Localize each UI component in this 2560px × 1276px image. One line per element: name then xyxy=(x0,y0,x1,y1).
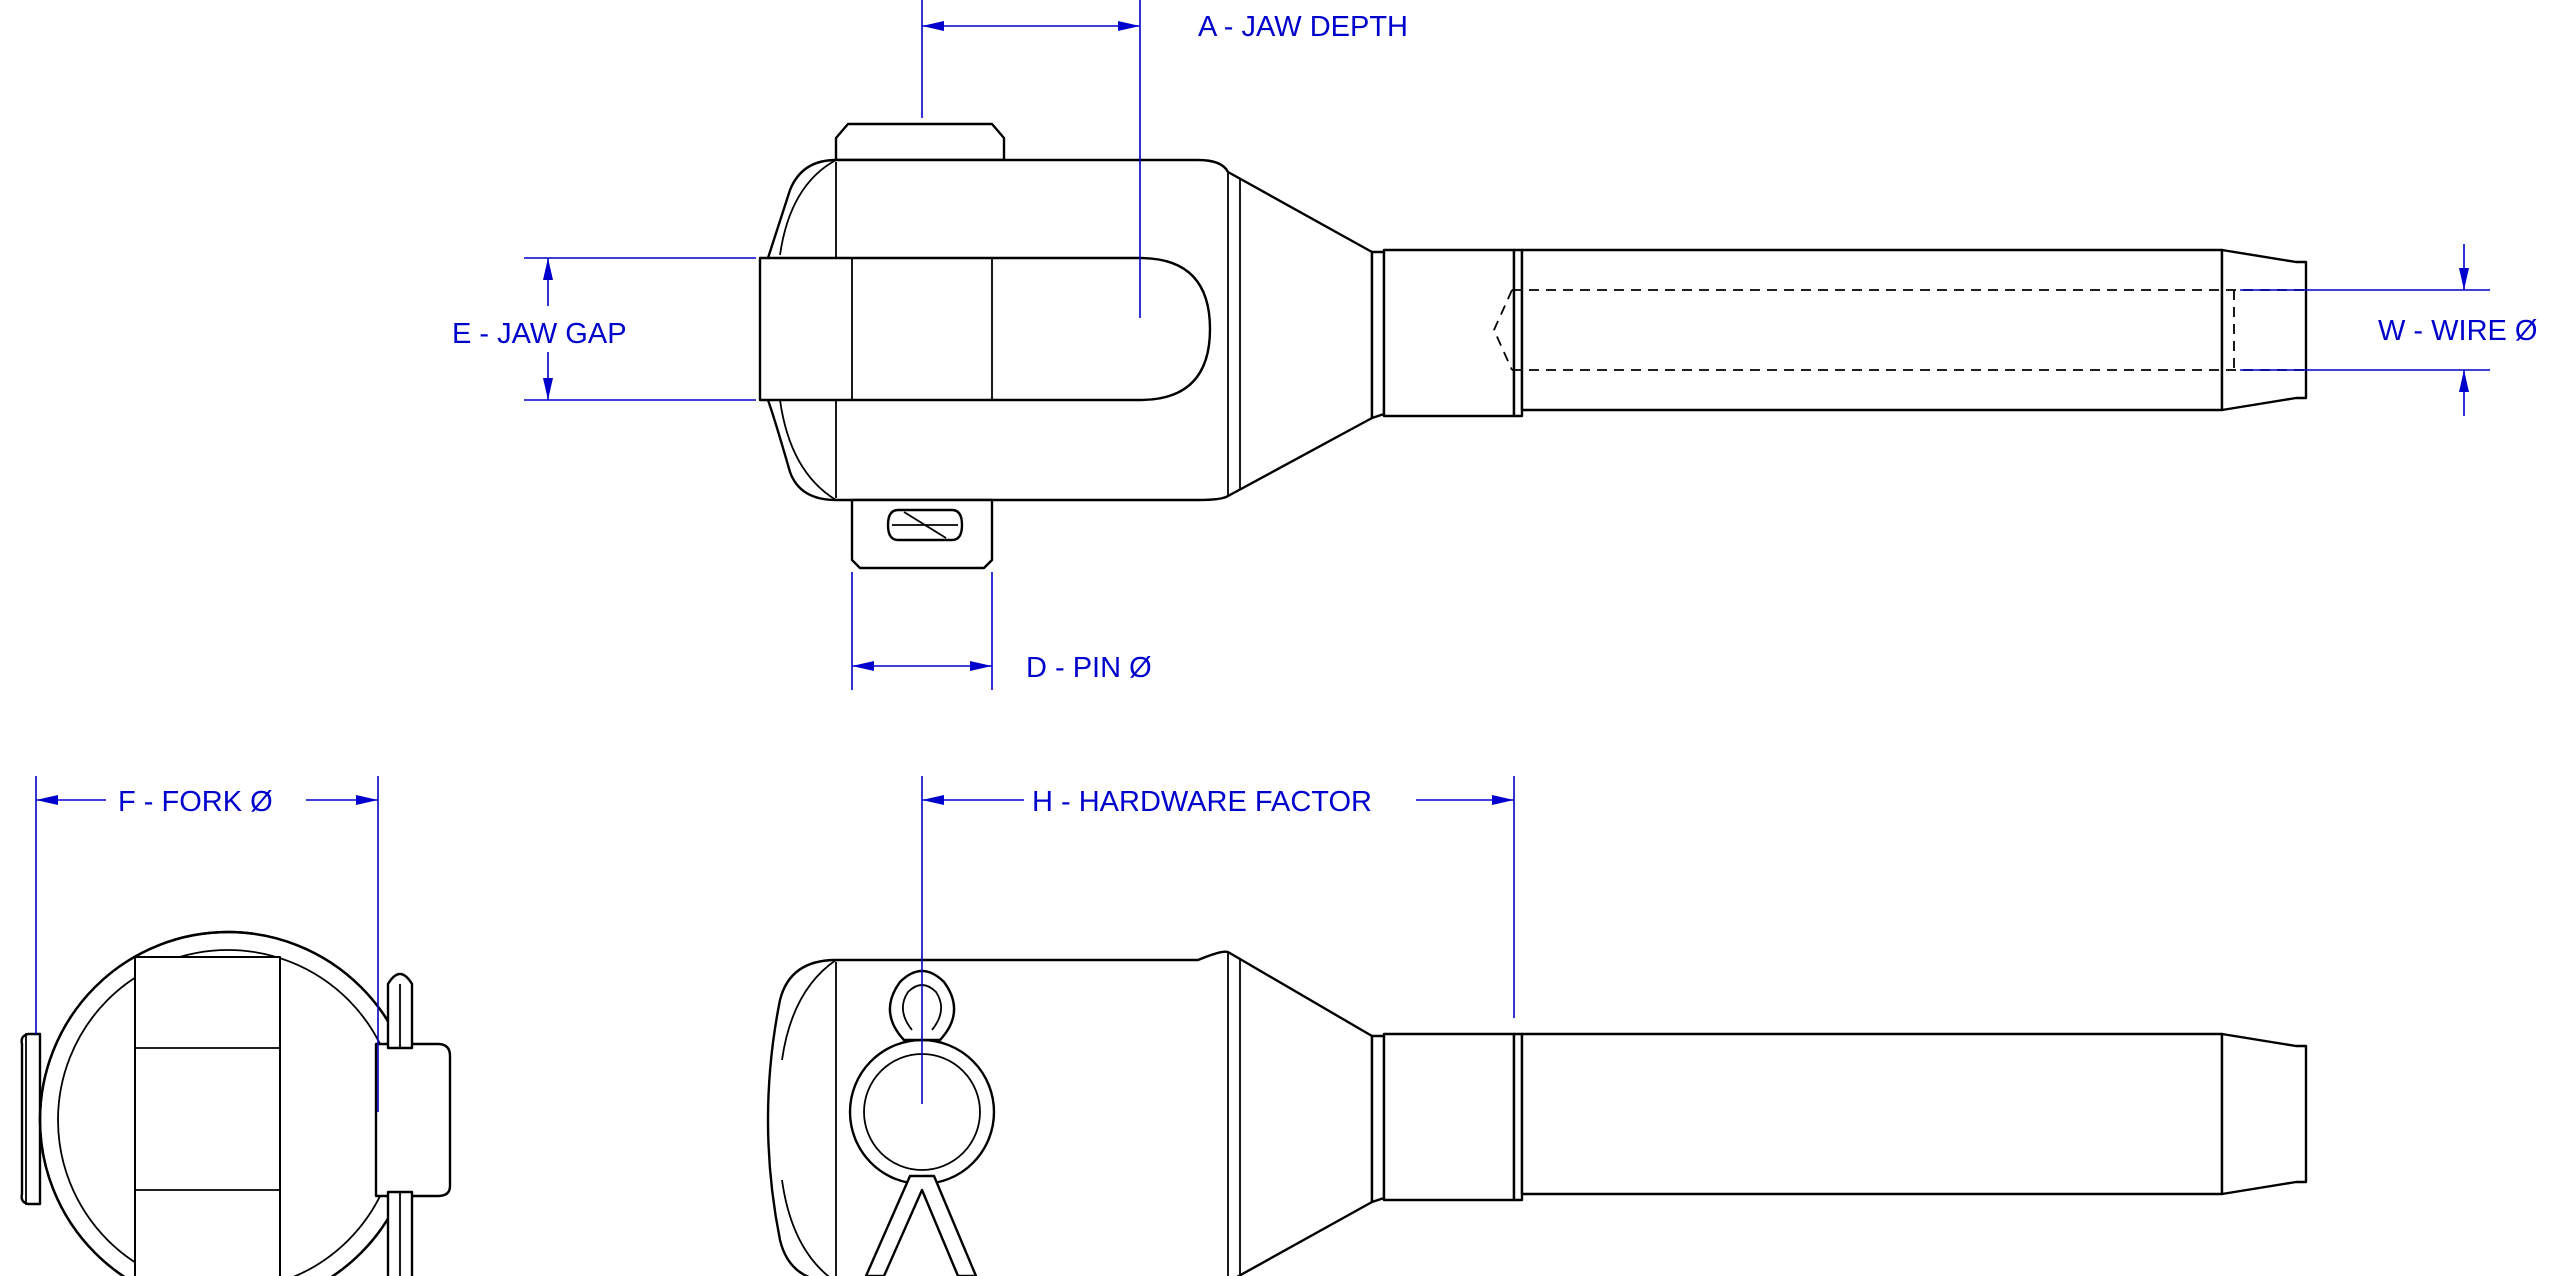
jaw-slot xyxy=(758,256,1212,402)
swage-barrel xyxy=(1520,248,2224,412)
side-taper-end xyxy=(2220,1032,2308,1196)
side-cotter-legs xyxy=(864,1174,978,1276)
jaw-depth-label: A - JAW DEPTH xyxy=(1198,11,1408,43)
neck-ring xyxy=(1382,248,1516,418)
end-view-nut xyxy=(374,1042,452,1198)
dimension-jaw-depth: A - JAW DEPTH xyxy=(921,0,1408,318)
end-view-pin-head xyxy=(20,1032,42,1206)
pin-dia-label: D - PIN Ø xyxy=(1026,652,1152,684)
hardware-factor-label: H - HARDWARE FACTOR xyxy=(1032,786,1372,818)
side-swage-barrel xyxy=(1520,1032,2224,1196)
pin-head xyxy=(834,122,1006,162)
dimension-hardware-factor: H - HARDWARE FACTOR xyxy=(921,776,1515,1104)
wire-bore-hidden xyxy=(1493,289,2304,371)
top-view xyxy=(758,122,2308,570)
neck xyxy=(1370,250,1386,420)
dimension-jaw-gap: E - JAW GAP xyxy=(452,257,756,401)
side-neck-ring xyxy=(1382,1032,1516,1202)
fork-dia-label: F - FORK Ø xyxy=(118,786,273,818)
dimension-wire-dia: W - WIRE Ø xyxy=(2240,244,2537,416)
jaw-gap-label: E - JAW GAP xyxy=(452,318,627,350)
dimension-fork-dia: F - FORK Ø xyxy=(35,776,379,1112)
wire-dia-label: W - WIRE Ø xyxy=(2378,315,2537,347)
dimension-pin-dia: D - PIN Ø xyxy=(851,572,1152,690)
end-view xyxy=(20,930,452,1276)
side-view xyxy=(766,950,2308,1276)
